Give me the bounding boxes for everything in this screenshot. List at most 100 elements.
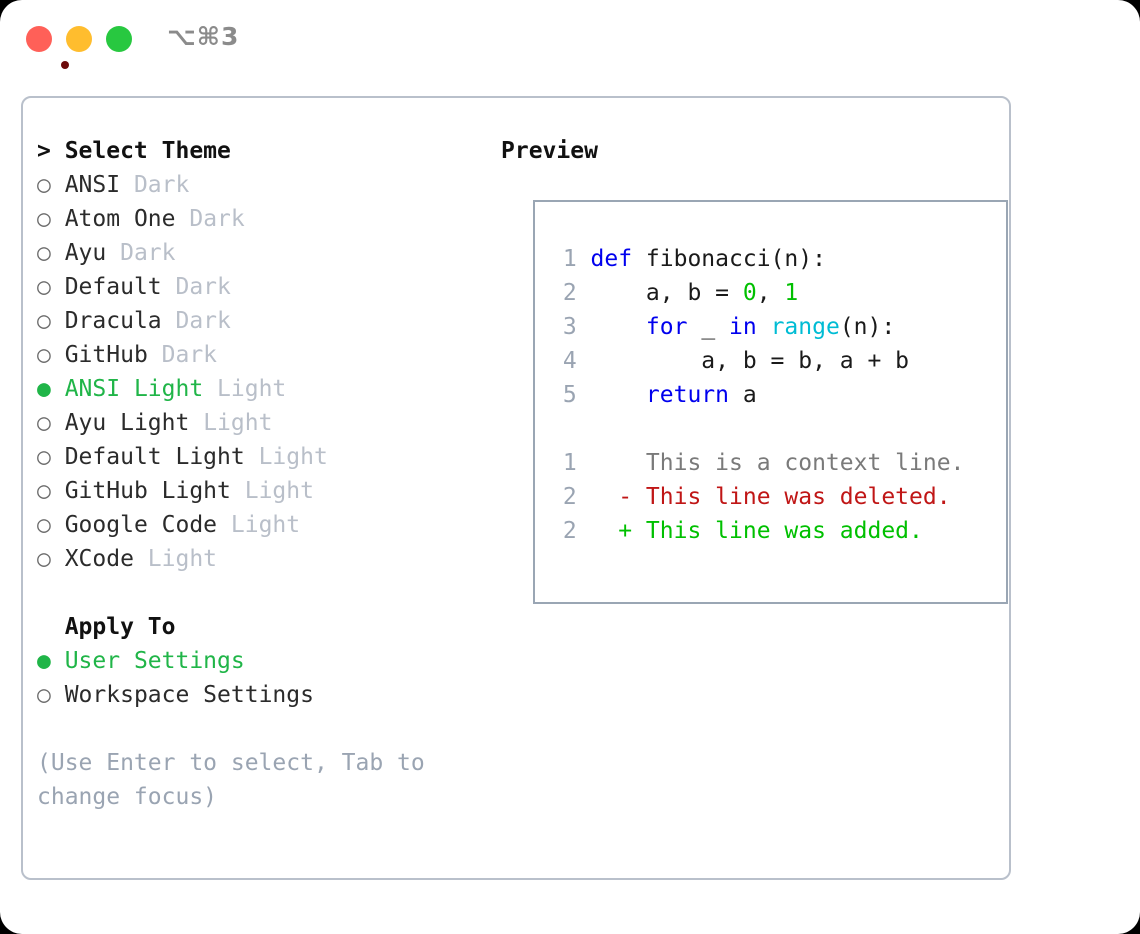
code-token: 0 — [742, 280, 757, 306]
code-token: for — [645, 314, 688, 340]
code-token: 1 — [784, 280, 799, 306]
code-token: _ — [687, 314, 730, 340]
theme-option-atom-one[interactable]: ○ Atom One Dark — [37, 202, 497, 236]
code-line-number: 5 — [562, 382, 577, 408]
theme-option-label: Dracula — [50, 308, 176, 334]
radio-unselected-icon: ○ — [37, 172, 51, 198]
theme-option-default-light[interactable]: ○ Default Light Light — [37, 440, 497, 474]
code-token: , — [756, 280, 785, 306]
radio-unselected-icon: ○ — [37, 342, 51, 368]
radio-selected-icon: ● — [37, 648, 51, 674]
theme-option-github-light[interactable]: ○ GitHub Light Light — [37, 474, 497, 508]
radio-unselected-icon: ○ — [37, 682, 51, 708]
theme-option-xcode[interactable]: ○ XCode Light — [37, 542, 497, 576]
preview-separator — [549, 412, 964, 446]
close-button[interactable] — [26, 26, 69, 69]
radio-unselected-icon: ○ — [37, 274, 51, 300]
theme-option-tag: Dark — [133, 172, 190, 198]
theme-option-tag: Dark — [189, 206, 245, 232]
theme-option-tag: Light — [147, 546, 218, 572]
spacer-after-theme-list — [37, 576, 497, 610]
radio-unselected-icon: ○ — [37, 308, 51, 334]
theme-picker-heading: > Select Theme — [37, 138, 231, 164]
apply-to-label: Apply To — [64, 614, 176, 640]
theme-option-tag: Light — [217, 376, 287, 402]
theme-option-tag: Light — [244, 478, 314, 504]
apply-to-option-label: User Settings — [50, 648, 245, 674]
theme-option-tag: Dark — [175, 308, 231, 334]
diff-line-number: 2 — [562, 484, 577, 510]
theme-option-tag: Dark — [161, 342, 218, 368]
theme-option-label: Ayu — [50, 240, 121, 266]
diff-line-text: This is a context line. — [590, 450, 965, 476]
theme-option-tag: Dark — [120, 240, 176, 266]
spacer-before-help — [37, 712, 497, 746]
preview-heading: Preview — [501, 138, 598, 164]
code-token: in — [729, 314, 757, 340]
theme-option-label: GitHub Light — [50, 478, 245, 504]
theme-option-tag: Light — [230, 512, 301, 538]
diff-line: 1 This is a context line. — [549, 446, 965, 480]
code-line: 4 a, b = b, a + b — [549, 344, 964, 378]
code-token — [757, 314, 771, 340]
apply-to-option-workspace-settings[interactable]: ○ Workspace Settings — [37, 678, 497, 712]
zoom-button[interactable] — [106, 26, 132, 52]
code-token: range — [770, 314, 840, 340]
diff-line: 2 - This line was deleted. — [549, 480, 964, 514]
theme-option-tag: Light — [203, 410, 273, 436]
code-line-number: 1 — [562, 246, 577, 272]
theme-option-label: ANSI — [50, 172, 134, 198]
theme-option-label: ANSI Light — [50, 376, 218, 402]
recording-indicator-icon — [61, 61, 69, 69]
radio-unselected-icon: ○ — [37, 444, 51, 470]
code-line: 3 for _ in range(n): — [549, 310, 964, 344]
theme-option-tag: Dark — [175, 274, 231, 300]
radio-unselected-icon: ○ — [37, 240, 51, 266]
keyboard-shortcut-label: ⌥⌘3 — [167, 22, 240, 51]
diff-line-text: + This line was added. — [590, 518, 923, 544]
diff-line: 2 + This line was added. — [549, 514, 964, 548]
theme-option-default[interactable]: ○ Default Dark — [37, 270, 497, 304]
code-token: def — [590, 246, 646, 272]
code-line: 5 return a — [549, 378, 964, 412]
theme-option-ansi-light[interactable]: ● ANSI Light Light — [37, 372, 497, 406]
theme-option-label: Default — [50, 274, 176, 300]
radio-unselected-icon: ○ — [37, 512, 51, 538]
theme-option-ayu[interactable]: ○ Ayu Dark — [37, 236, 497, 270]
code-token: (n): — [839, 314, 896, 340]
diff-line-number: 2 — [562, 518, 577, 544]
code-token: a, b = b, a + b — [590, 348, 910, 374]
theme-option-label: Ayu Light — [50, 410, 204, 436]
theme-option-github[interactable]: ○ GitHub Dark — [37, 338, 497, 372]
code-line-number: 3 — [562, 314, 577, 340]
diff-line-text: - This line was deleted. — [590, 484, 951, 510]
theme-option-google-code[interactable]: ○ Google Code Light — [37, 508, 497, 542]
radio-unselected-icon: ○ — [37, 546, 51, 572]
apply-to-list[interactable]: ● User Settings○ Workspace Settings — [37, 644, 497, 712]
theme-option-label: Google Code — [50, 512, 231, 538]
theme-option-tag: Light — [258, 444, 328, 470]
theme-picker-column: > Select Theme ○ ANSI Dark○ Atom One Dar… — [37, 134, 497, 814]
theme-option-label: Atom One — [50, 206, 190, 232]
radio-selected-icon: ● — [37, 376, 51, 402]
code-token — [591, 314, 646, 340]
apply-to-option-user-settings[interactable]: ● User Settings — [37, 644, 497, 678]
code-token: a — [729, 382, 757, 408]
minimize-button[interactable] — [66, 26, 92, 52]
theme-option-ayu-light[interactable]: ○ Ayu Light Light — [37, 406, 497, 440]
window-titlebar: ⌥⌘3 — [0, 0, 1140, 80]
radio-unselected-icon: ○ — [37, 478, 51, 504]
code-line-number: 2 — [562, 280, 577, 306]
theme-list[interactable]: ○ ANSI Dark○ Atom One Dark○ Ayu Dark○ De… — [37, 168, 497, 576]
theme-option-label: XCode — [50, 546, 148, 572]
theme-option-dracula[interactable]: ○ Dracula Dark — [37, 304, 497, 338]
help-text: (Use Enter to select, Tab to change focu… — [37, 750, 439, 810]
theme-option-ansi[interactable]: ○ ANSI Dark — [37, 168, 497, 202]
apply-to-option-label: Workspace Settings — [50, 682, 314, 708]
code-line-number: 4 — [562, 348, 577, 374]
